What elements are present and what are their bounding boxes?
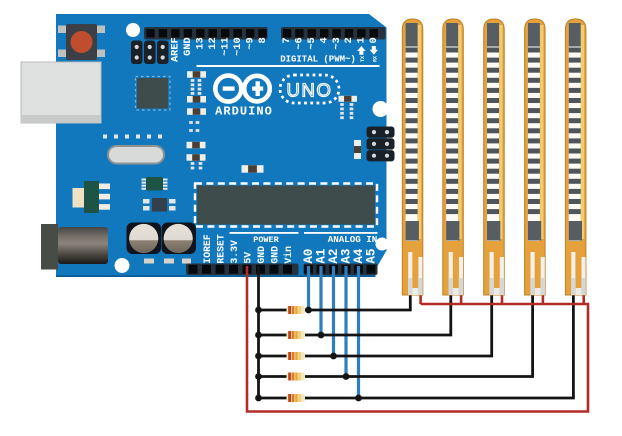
svg-text:7: 7 xyxy=(281,37,293,43)
svg-text:A4: A4 xyxy=(352,248,366,264)
svg-text:DIGITAL (PWM~): DIGITAL (PWM~) xyxy=(280,55,356,65)
svg-text:A3: A3 xyxy=(339,249,353,264)
svg-text:~10: ~10 xyxy=(232,37,244,56)
svg-text:~3: ~3 xyxy=(331,37,343,49)
svg-text:A1: A1 xyxy=(314,249,328,264)
svg-text:12: 12 xyxy=(207,37,219,49)
svg-text:5V: 5V xyxy=(242,252,253,264)
svg-text:~6: ~6 xyxy=(294,37,306,49)
svg-text:GND: GND xyxy=(269,246,280,264)
svg-text:1: 1 xyxy=(356,37,368,43)
svg-text:UNO: UNO xyxy=(287,80,333,101)
svg-text:4: 4 xyxy=(318,37,330,43)
svg-text:GND: GND xyxy=(182,37,194,56)
svg-text:AREF: AREF xyxy=(170,37,182,62)
svg-text:2: 2 xyxy=(343,37,355,43)
svg-text:POWER: POWER xyxy=(253,235,279,245)
svg-text:ANALOG IN: ANALOG IN xyxy=(328,234,378,245)
svg-text:IOREF: IOREF xyxy=(202,234,213,264)
svg-text:TX: TX xyxy=(360,56,366,62)
svg-text:0: 0 xyxy=(368,37,380,43)
svg-text:~9: ~9 xyxy=(244,37,256,49)
svg-text:GND: GND xyxy=(256,246,267,264)
svg-text:Vin: Vin xyxy=(283,246,294,264)
svg-text:ARDUINO: ARDUINO xyxy=(215,104,273,118)
svg-text:A5: A5 xyxy=(364,249,378,264)
svg-text:8: 8 xyxy=(257,37,269,43)
svg-text:~11: ~11 xyxy=(219,37,231,56)
svg-text:RESET: RESET xyxy=(215,234,226,264)
svg-text:A0: A0 xyxy=(302,249,316,264)
svg-text:RX: RX xyxy=(372,56,378,62)
svg-text:~5: ~5 xyxy=(306,37,318,49)
svg-text:13: 13 xyxy=(195,37,207,49)
svg-text:3.3V: 3.3V xyxy=(229,240,240,264)
svg-text:A2: A2 xyxy=(327,249,341,264)
